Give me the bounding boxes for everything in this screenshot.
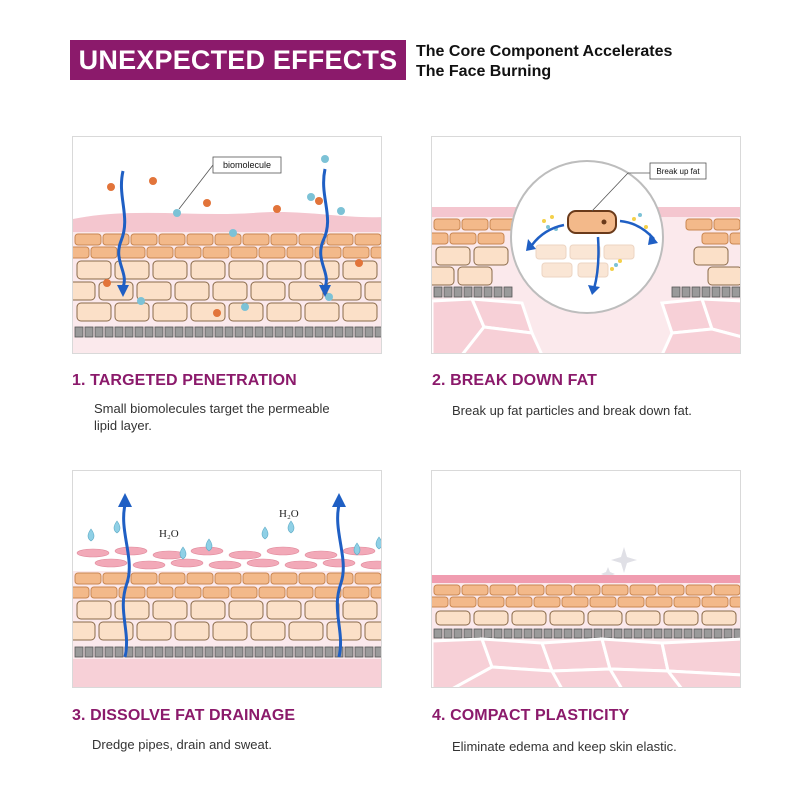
penetration-arrow-left bbox=[117, 170, 127, 288]
step-desc-3: Dredge pipes, drain and sweat. bbox=[92, 736, 392, 753]
h2o-label-left: H₂O bbox=[159, 528, 179, 540]
fat-cell bbox=[567, 210, 617, 234]
plasticity-illustration bbox=[432, 471, 740, 687]
h2o-label-right: H₂O bbox=[279, 508, 299, 520]
header-badge: UNEXPECTED EFFECTS bbox=[70, 40, 406, 80]
step-title-3: 3. DISSOLVE FAT DRAINAGE bbox=[72, 707, 296, 724]
step-desc-2: Break up fat particles and break down fa… bbox=[452, 402, 752, 419]
panel-targeted-penetration: biomolecule bbox=[72, 136, 382, 354]
water-droplets bbox=[87, 520, 381, 560]
step-title-1: 1. TARGETED PENETRATION bbox=[72, 372, 297, 389]
step-desc-1-line2: lipid layer. bbox=[94, 418, 152, 433]
biomolecule-particles bbox=[103, 155, 363, 317]
arrow-left bbox=[531, 223, 565, 246]
step-desc-1: Small biomolecules target the permeable … bbox=[94, 400, 394, 434]
header-subtitle-line2: The Face Burning bbox=[416, 63, 552, 80]
step-desc-3-line1: Dredge pipes, drain and sweat. bbox=[92, 737, 272, 752]
step-title-4: 4. COMPACT PLASTICITY bbox=[432, 707, 630, 724]
step-title-2: 2. BREAK DOWN FAT bbox=[432, 372, 597, 389]
biomolecule-callout bbox=[212, 156, 282, 174]
step-desc-4-line1: Eliminate edema and keep skin elastic. bbox=[452, 739, 677, 754]
header-subtitle: The Core Component Accelerates The Face … bbox=[416, 42, 736, 82]
drainage-illustration: H₂O H₂O bbox=[73, 471, 381, 687]
arrow-down bbox=[592, 236, 600, 290]
drainage-arrow-left bbox=[121, 504, 131, 658]
step-desc-4: Eliminate edema and keep skin elastic. bbox=[452, 738, 752, 755]
penetration-illustration: biomolecule bbox=[73, 137, 381, 353]
break-fat-illustration: Break up fat bbox=[432, 137, 740, 353]
penetration-arrow-right bbox=[319, 168, 330, 288]
panel-compact-plasticity bbox=[431, 470, 741, 688]
step-desc-2-line1: Break up fat particles and break down fa… bbox=[452, 403, 692, 418]
step-desc-1-line1: Small biomolecules target the permeable bbox=[94, 401, 330, 416]
panel-dissolve-fat-drainage: H₂O H₂O bbox=[72, 470, 382, 688]
sparkle-icon bbox=[601, 547, 637, 581]
magnifier-circle bbox=[510, 160, 664, 314]
header-subtitle-line1: The Core Component Accelerates bbox=[416, 43, 673, 60]
break-fat-callout-label: Break up fat bbox=[656, 167, 700, 176]
drainage-arrow-right bbox=[335, 504, 345, 658]
panel-break-down-fat: Break up fat bbox=[431, 136, 741, 354]
biomolecule-callout-label: biomolecule bbox=[223, 160, 271, 170]
break-fat-callout bbox=[649, 162, 707, 180]
